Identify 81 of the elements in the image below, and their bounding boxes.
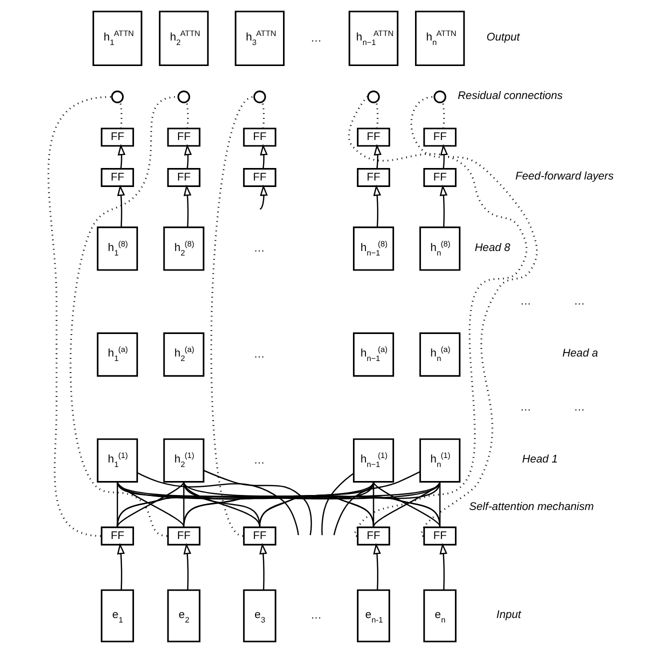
node-box: FF — [242, 526, 276, 546]
node-box: e$_{2}$ — [166, 589, 200, 642]
connector — [203, 470, 312, 536]
connector — [372, 482, 440, 527]
node-circle — [110, 90, 124, 104]
connector — [116, 481, 374, 527]
connector — [261, 102, 264, 128]
node-circle — [252, 90, 266, 104]
label: Output — [486, 32, 520, 44]
node-box: FF — [166, 526, 200, 546]
label: … — [520, 296, 531, 308]
label: … — [310, 32, 322, 44]
arrow — [372, 184, 381, 228]
arrow — [259, 184, 268, 210]
connector — [438, 482, 440, 526]
node-circle — [366, 90, 380, 104]
arrow — [182, 542, 191, 590]
connector — [372, 482, 374, 526]
connector — [258, 482, 440, 527]
label: Residual connections — [457, 90, 562, 102]
label: … — [253, 348, 264, 360]
label: … — [573, 296, 584, 308]
connector — [210, 96, 254, 537]
node-box: FF — [356, 128, 390, 147]
arrow — [439, 184, 447, 228]
node-circle — [433, 90, 446, 104]
label: … — [310, 610, 322, 622]
node-box: e$_{1}$ — [100, 589, 134, 642]
label: … — [253, 454, 264, 466]
node-circle — [176, 90, 190, 104]
node-box: FF — [422, 526, 456, 546]
label: … — [573, 401, 584, 414]
node-box: FF — [100, 128, 134, 147]
label: … — [253, 242, 264, 255]
connector — [47, 96, 111, 537]
node-box: e$_{n}$ — [422, 589, 456, 642]
arrow — [116, 542, 124, 590]
connector — [118, 102, 122, 128]
label: … — [520, 401, 531, 414]
arrow — [372, 542, 380, 590]
node-box: FF — [166, 168, 200, 187]
label: Feed-forward layers — [514, 170, 614, 183]
node-box: FF — [356, 526, 390, 546]
connector — [182, 482, 374, 527]
connector — [182, 482, 184, 526]
connector — [136, 472, 299, 536]
node-box: FF — [242, 128, 276, 147]
connector — [116, 482, 260, 527]
connector — [320, 472, 354, 536]
connector — [348, 96, 527, 536]
arrow — [116, 184, 124, 228]
label: Head a — [562, 348, 598, 360]
connector — [69, 96, 178, 537]
node-box: FF — [356, 168, 390, 187]
node-box: FF — [422, 128, 456, 147]
arrow — [183, 184, 191, 228]
node-box: FF — [242, 168, 276, 187]
arrow — [184, 144, 192, 169]
node-box: FF — [100, 168, 134, 187]
arrow — [117, 144, 125, 169]
label: Self-attention mechanism — [468, 501, 594, 514]
node-box: e$_{3}$ — [242, 589, 276, 642]
arrow — [259, 144, 268, 169]
node-box: e$_{n-1}$ — [356, 589, 390, 642]
node-box: FF — [166, 128, 200, 147]
connector — [374, 102, 378, 128]
connector — [410, 96, 538, 536]
label: Head 8 — [474, 242, 510, 254]
connector — [332, 471, 420, 536]
label: Head 1 — [522, 454, 558, 466]
node-box: FF — [100, 526, 134, 546]
arrow — [440, 144, 448, 169]
connector — [116, 482, 184, 527]
arrow — [258, 542, 267, 590]
arrow — [373, 144, 382, 169]
label: Input — [496, 608, 521, 621]
connector — [441, 102, 444, 128]
connector — [182, 482, 260, 527]
arrow — [439, 542, 447, 590]
node-box: FF — [422, 168, 456, 187]
connector — [185, 102, 188, 128]
